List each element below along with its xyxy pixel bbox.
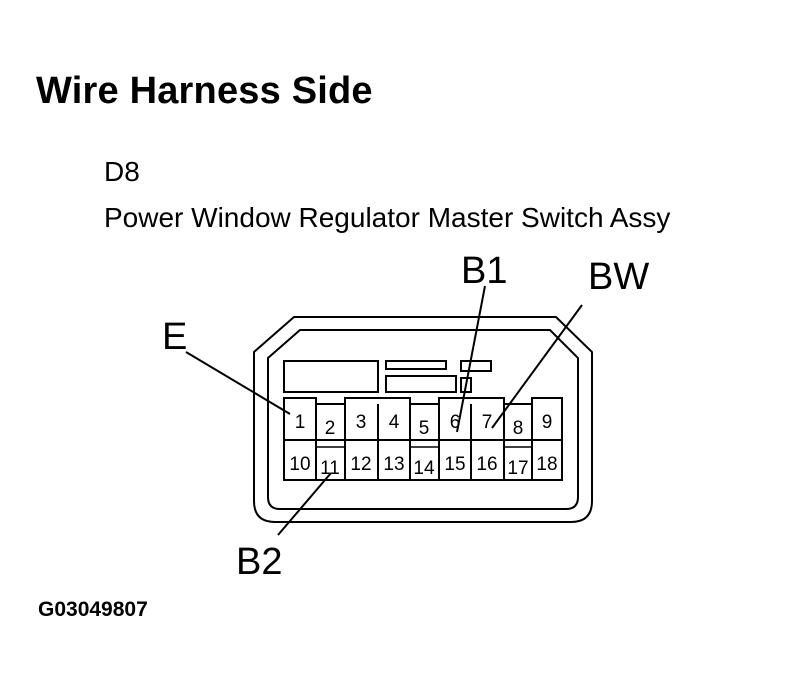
diagram-title: Wire Harness Side xyxy=(36,70,373,112)
connector-key-slot-right xyxy=(460,377,472,393)
connector-outer-shell xyxy=(253,316,593,523)
connector-inner-face xyxy=(267,329,579,510)
pin-label-15: 15 xyxy=(444,454,465,475)
pin-label-7: 7 xyxy=(482,412,493,433)
callout-b1: B1 xyxy=(461,250,507,292)
pin-label-8: 8 xyxy=(513,418,524,439)
callout-b2: B2 xyxy=(236,541,282,583)
connector-id: D8 xyxy=(104,156,140,187)
pin-label-16: 16 xyxy=(476,454,497,475)
pin-label-1: 1 xyxy=(295,412,306,433)
pin-label-14: 14 xyxy=(413,458,435,479)
pin-label-6: 6 xyxy=(450,412,461,433)
figure-code: G03049807 xyxy=(38,598,148,621)
leader-line-bw xyxy=(491,304,583,429)
pin-label-18: 18 xyxy=(536,454,557,475)
connector-key-slot-small xyxy=(460,360,492,372)
connector-key-slot-top xyxy=(385,360,447,370)
pin-grid-outline xyxy=(283,397,563,481)
callout-e: E xyxy=(162,316,187,358)
pin-label-5: 5 xyxy=(419,418,430,439)
leader-line-b1 xyxy=(456,285,486,433)
connector-name: Power Window Regulator Master Switch Ass… xyxy=(104,202,671,233)
pin-grid-dividers xyxy=(284,404,562,480)
callout-bw: BW xyxy=(588,256,649,298)
pin-label-9: 9 xyxy=(542,412,553,433)
pin-label-2: 2 xyxy=(325,418,336,439)
pin-label-11: 11 xyxy=(320,458,340,479)
pin-label-4: 4 xyxy=(389,412,400,433)
leader-line-b2 xyxy=(277,472,332,536)
pin-label-13: 13 xyxy=(383,454,404,475)
pin-label-12: 12 xyxy=(350,454,371,475)
pin-label-10: 10 xyxy=(289,454,310,475)
connector-key-slot-mid xyxy=(385,375,457,393)
leader-line-e xyxy=(185,351,291,415)
pin-label-3: 3 xyxy=(356,412,367,433)
connector-key-block xyxy=(283,360,379,393)
pin-label-17: 17 xyxy=(507,458,528,479)
